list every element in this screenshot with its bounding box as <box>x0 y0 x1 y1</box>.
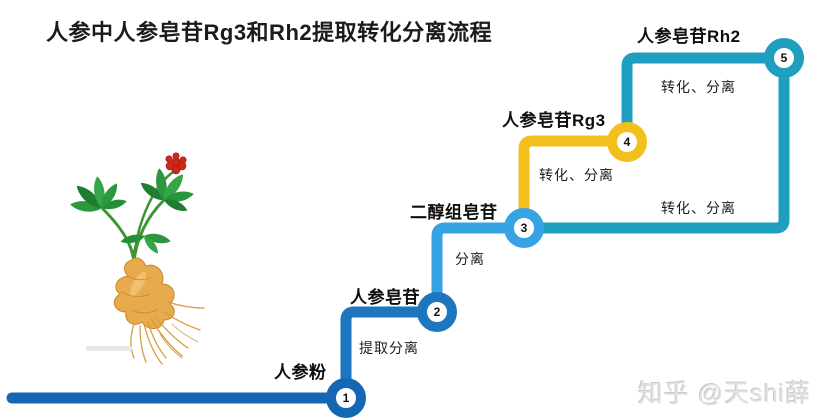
step-label-2: 人参皂苷 <box>350 288 420 307</box>
step-label-1: 人参粉 <box>274 363 327 382</box>
berry-cluster <box>165 152 187 175</box>
step-circle-5: 5 <box>764 38 804 78</box>
step-circle-1: 1 <box>326 378 366 418</box>
ginseng-illustration <box>69 152 205 365</box>
process-label-transform-separate-rh2: 转化、分离 <box>661 79 736 95</box>
step-circle-3: 3 <box>504 208 544 248</box>
process-label-transform-separate-alt: 转化、分离 <box>661 200 736 216</box>
process-label-separate: 分离 <box>455 251 485 267</box>
step-number-2: 2 <box>433 305 441 319</box>
step-number-5: 5 <box>780 51 788 65</box>
step-label-3: 二醇组皂苷 <box>410 203 498 222</box>
illegible-image-watermark <box>86 346 132 351</box>
step-circle-2: 2 <box>417 292 457 332</box>
step-circle-4: 4 <box>607 122 647 162</box>
route-1-to-2 <box>340 306 437 404</box>
step-label-4: 人参皂苷Rg3 <box>502 111 606 130</box>
route-4-to-5 <box>621 52 784 147</box>
route-3-to-4 <box>518 135 627 234</box>
step-number-3: 3 <box>520 221 528 235</box>
process-label-transform-separate-rg3: 转化、分离 <box>539 167 614 183</box>
step-number-4: 4 <box>623 135 631 149</box>
route-3-to-5 <box>524 58 790 234</box>
root-fibers <box>130 301 205 365</box>
route-2-to-3 <box>431 222 524 318</box>
root <box>86 257 205 365</box>
watermark-zhihu: 知乎 @天shi薛 <box>638 380 812 408</box>
step-label-5: 人参皂苷Rh2 <box>637 27 741 46</box>
page-title: 人参中人参皂苷Rg3和Rh2提取转化分离流程 <box>46 20 493 45</box>
step-number-1: 1 <box>342 391 350 405</box>
process-label-extract-separate: 提取分离 <box>359 340 419 356</box>
